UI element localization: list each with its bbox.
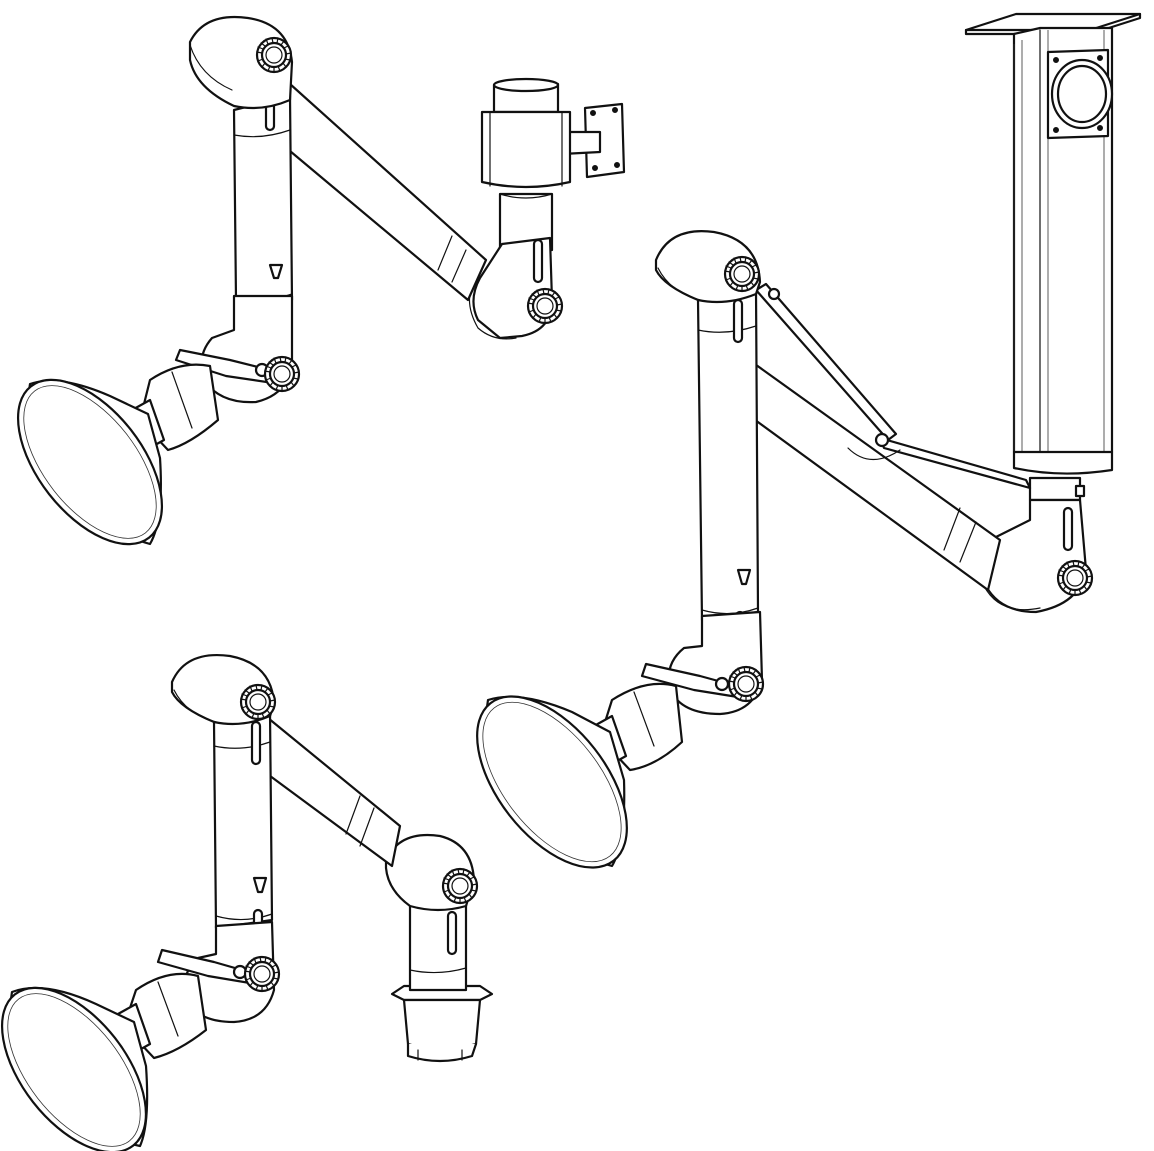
ceiling-arm-vertical-tube (696, 288, 760, 656)
table-arm-hood (0, 986, 149, 1151)
table-arm-hood-joint (156, 920, 281, 1024)
wall-arm-hood-joint (174, 294, 301, 404)
wall-arm-hood (16, 378, 164, 546)
ceiling-arm-hood (476, 695, 628, 869)
wall-arm-diagonal-tube (282, 82, 488, 302)
table-arm-vertical-tube (212, 710, 274, 954)
ceiling-arm-top-elbow (654, 230, 762, 304)
ceiling-mount-arm (476, 12, 1142, 869)
wall-mount-arm (16, 16, 626, 546)
ceiling-arm-lower-joint (983, 476, 1094, 614)
ceiling-column (1012, 26, 1114, 475)
table-mount-arm (0, 654, 494, 1151)
table-arm-diagonal-tube (260, 716, 402, 868)
ceiling-arm-hood-joint (640, 610, 765, 716)
ceiling-arm-diagonal-tube (734, 282, 1032, 592)
table-arm-top-elbow (170, 654, 277, 726)
table-flange (390, 984, 494, 1063)
wall-arm-top-elbow (188, 16, 294, 110)
wall-bracket (480, 77, 626, 252)
wall-arm-lower-joint (468, 236, 564, 340)
table-arm-lower-joint (384, 834, 479, 992)
